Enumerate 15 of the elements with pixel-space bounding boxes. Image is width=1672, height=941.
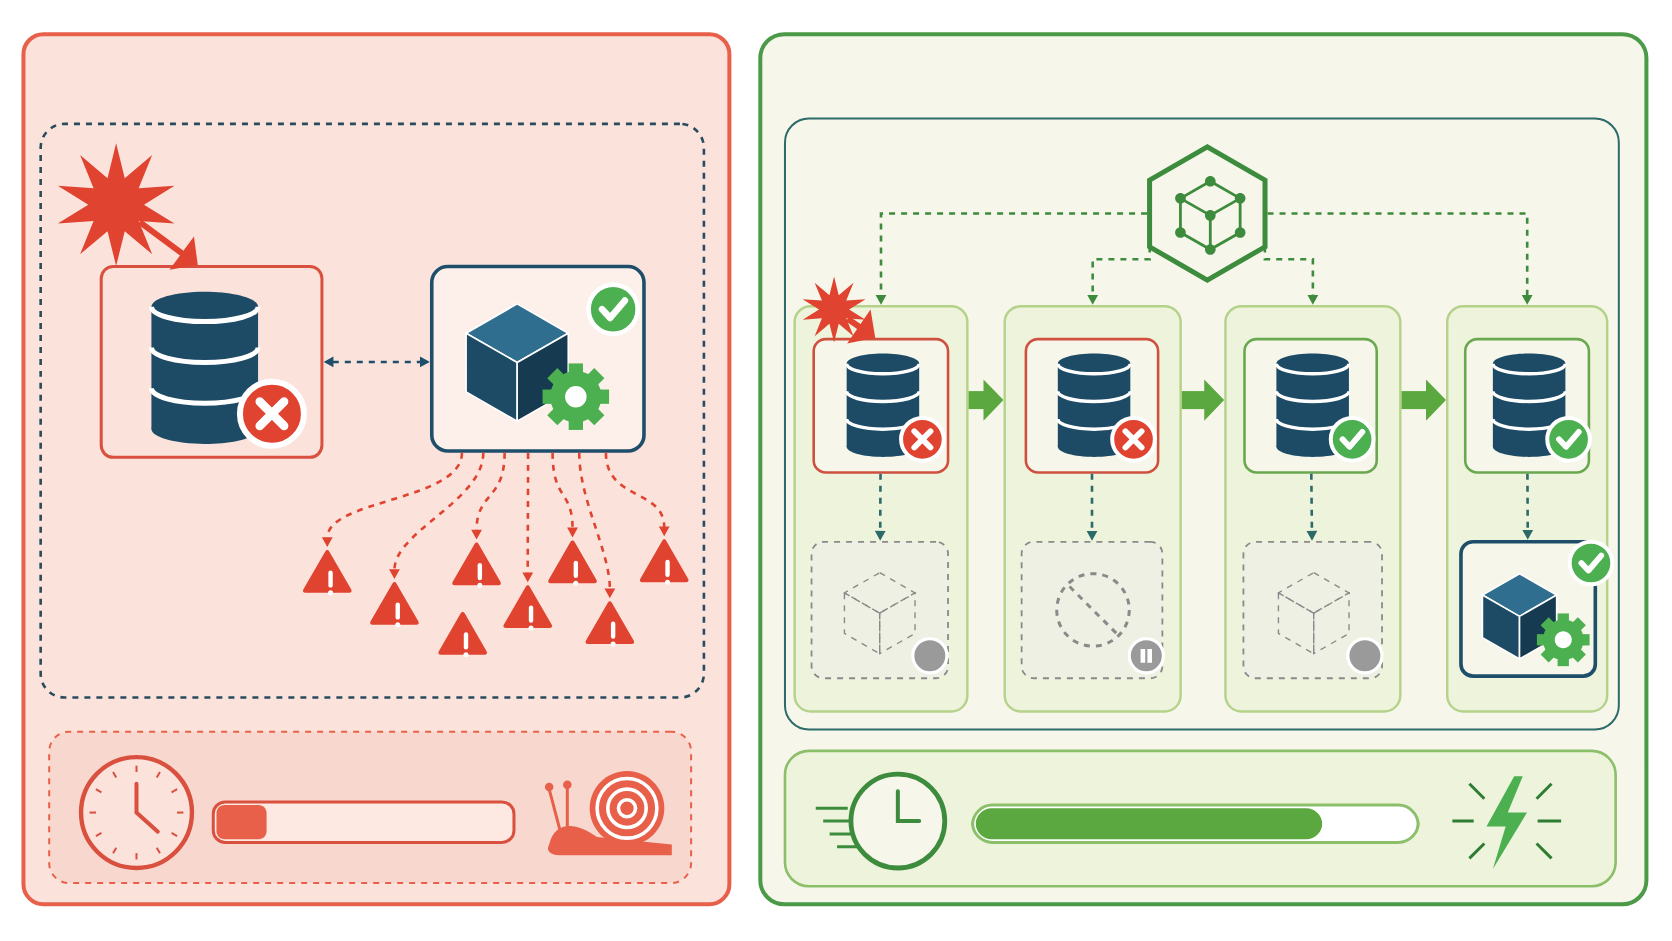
warning-triangle	[548, 540, 597, 587]
pod-box	[1020, 541, 1164, 680]
warning-triangle	[370, 582, 419, 628]
warning-triangle	[639, 539, 689, 586]
cluster-boundary	[39, 122, 706, 700]
warning-triangle	[503, 585, 553, 631]
warning-triangle	[438, 612, 487, 658]
controller-hexagon	[1147, 144, 1268, 284]
explosion-burst	[57, 143, 175, 267]
cluster-boundary	[783, 117, 1620, 731]
pod-box	[1242, 541, 1383, 680]
warning-triangle	[452, 542, 501, 589]
warning-triangle	[585, 601, 635, 647]
pod-box	[810, 541, 949, 680]
warning-triangle	[302, 550, 352, 596]
